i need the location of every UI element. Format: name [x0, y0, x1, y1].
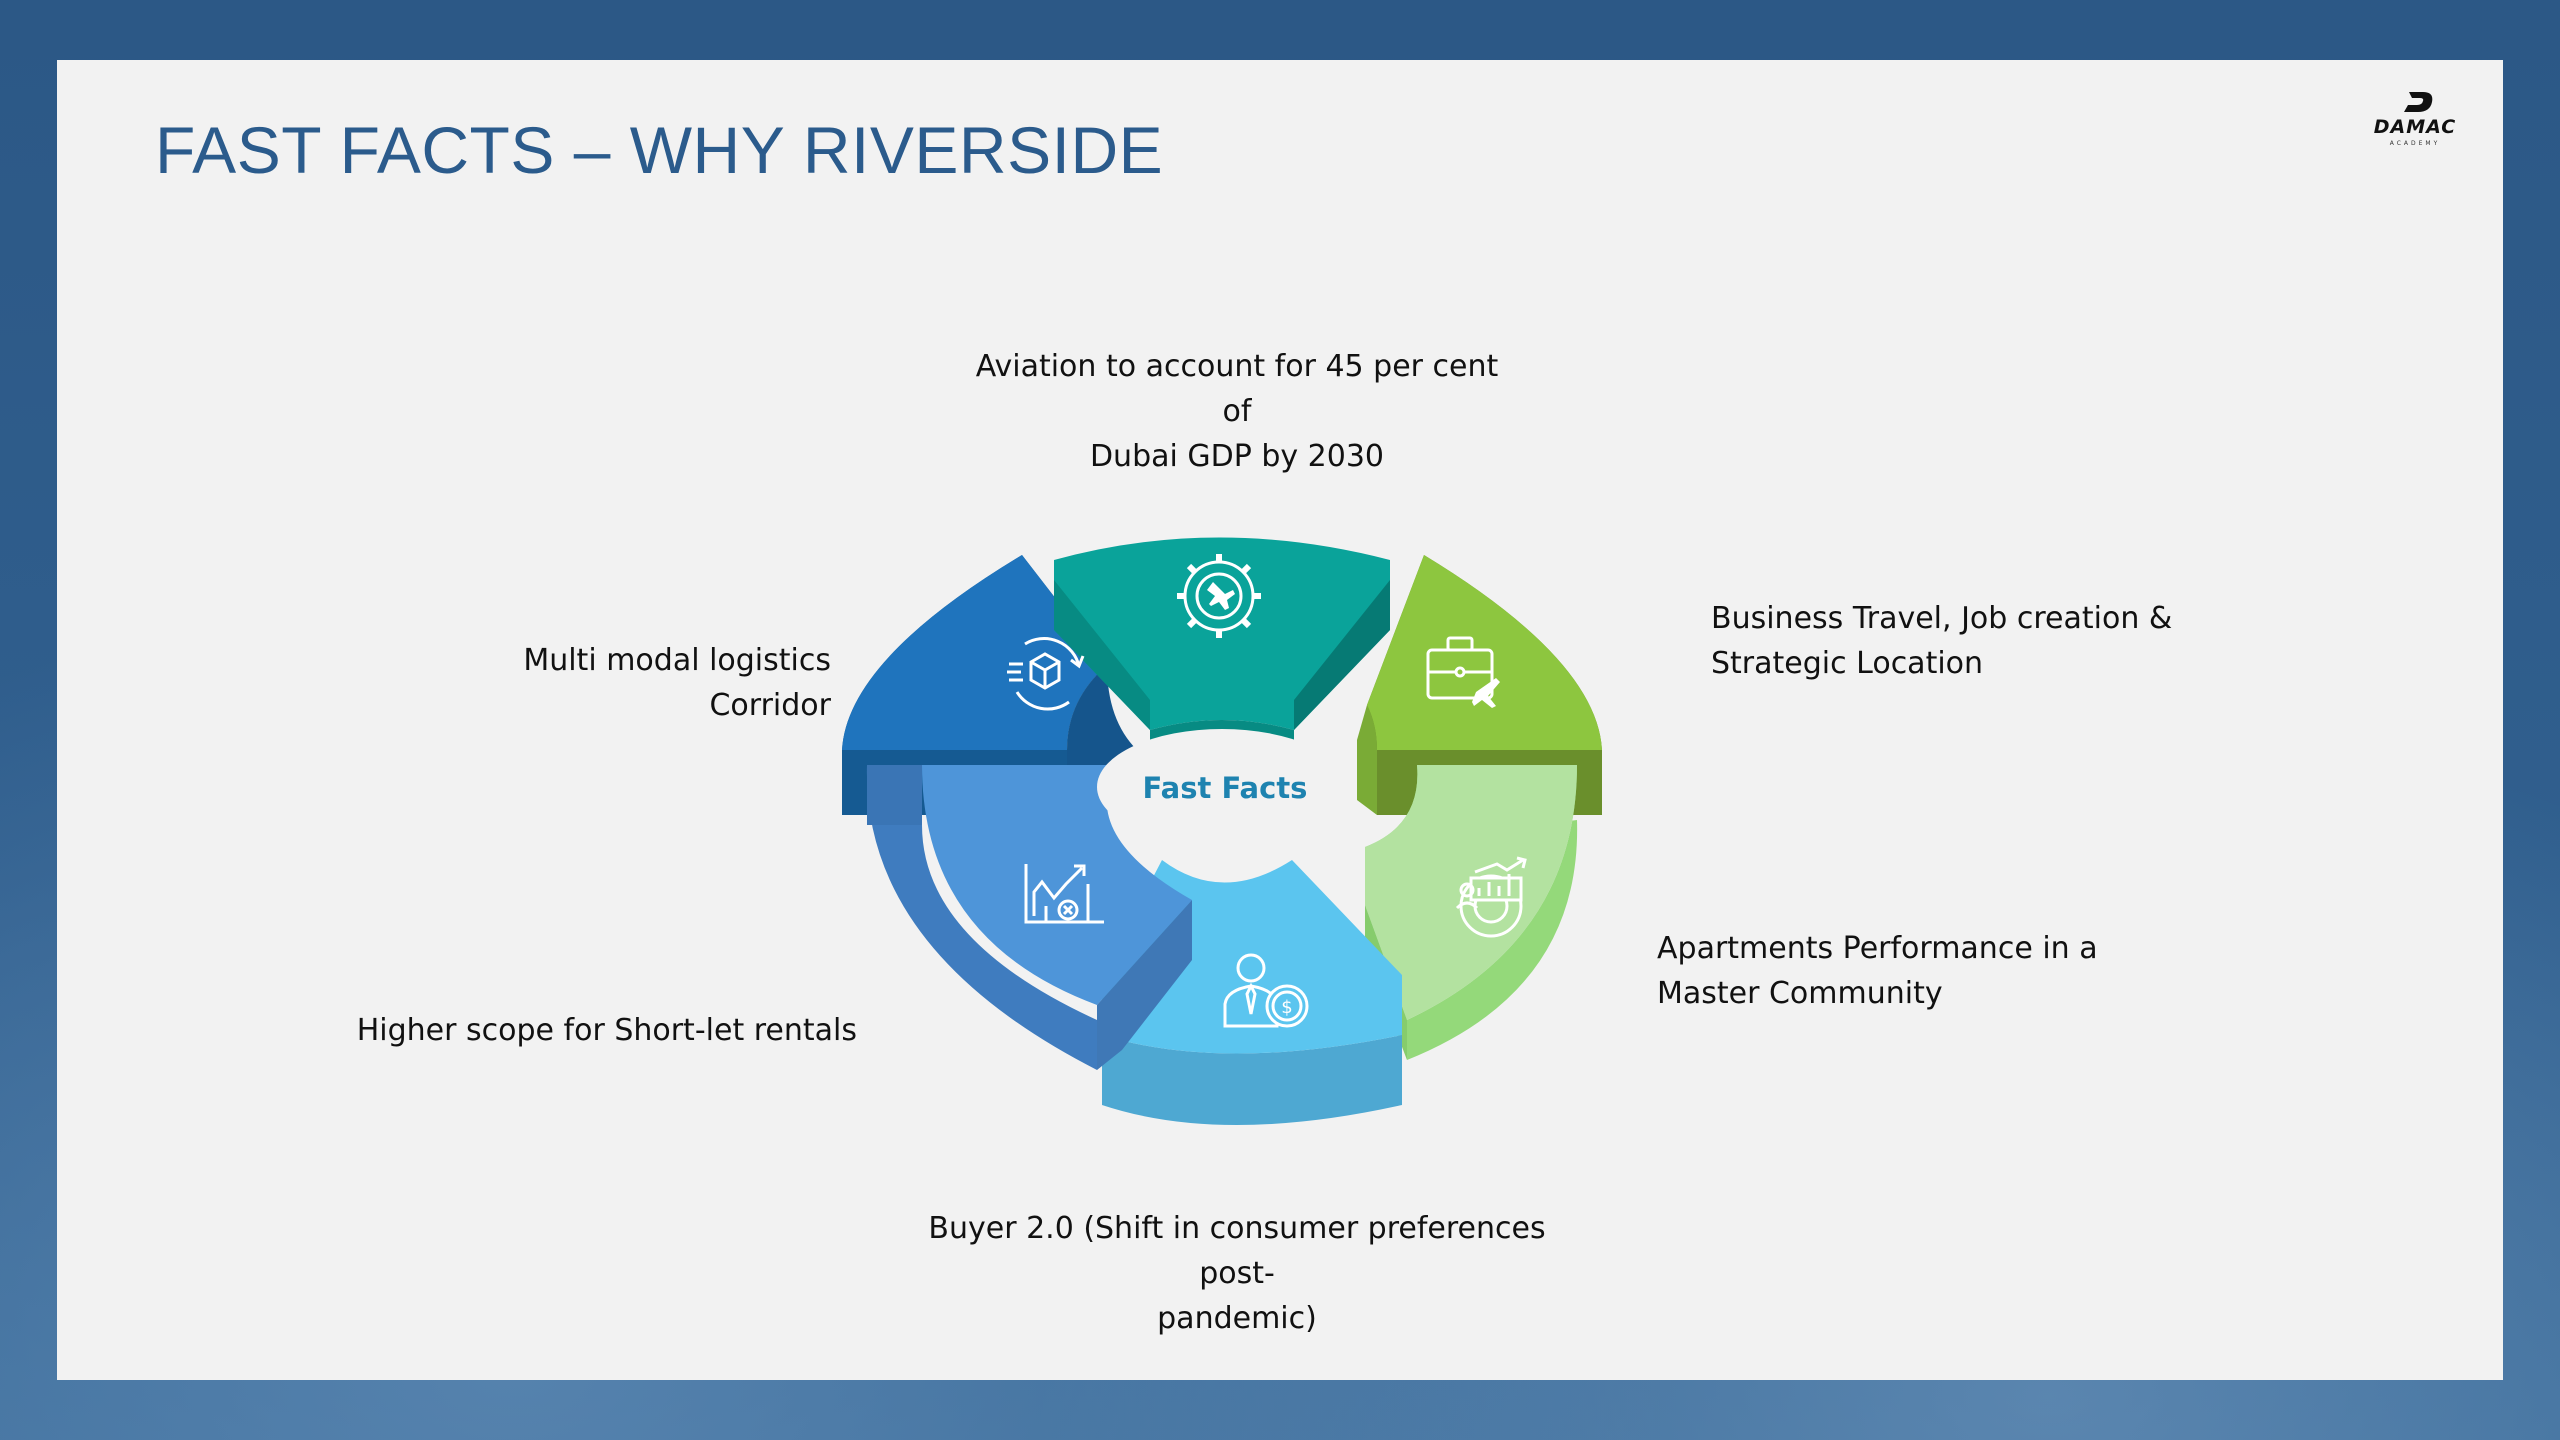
svg-text:$: $ [1281, 997, 1292, 1018]
center-label: Fast Facts [1143, 771, 1308, 805]
donut-center [1097, 729, 1347, 845]
label-shortlet-line1: Higher scope for Short-let rentals [356, 1013, 857, 1048]
label-aviation-line1: Aviation to account for 45 per cent of [975, 349, 1499, 429]
gear-plane-icon [1177, 554, 1261, 638]
label-logistics-line2: Corridor [709, 688, 831, 723]
label-logistics-line1: Multi modal logistics [523, 643, 831, 678]
segment-shortlet [866, 765, 1192, 1070]
label-business-line1: Business Travel, Job creation & [1711, 601, 2173, 636]
logo-subtitle: ACADEMY [2389, 140, 2441, 147]
label-apartments-line1: Apartments Performance in a [1657, 931, 2098, 966]
label-shortlet: Higher scope for Short-let rentals [297, 1008, 857, 1053]
slide: FAST FACTS – WHY RIVERSIDE DAMAC ACADEMY… [57, 60, 2503, 1380]
briefcase-plane-icon [1426, 636, 1500, 708]
segment-logistics [842, 555, 1137, 815]
chart-decline-icon [1024, 864, 1104, 924]
gear-chart-icon [1455, 856, 1527, 938]
segment-business [1357, 555, 1602, 815]
fast-facts-donut-diagram: Fast Facts [842, 537, 1602, 1125]
slide-title: FAST FACTS – WHY RIVERSIDE [155, 113, 1164, 187]
businessman-dollar-icon: $ [1223, 953, 1309, 1028]
box-cycle-icon [1007, 637, 1085, 711]
label-aviation: Aviation to account for 45 per cent of D… [957, 344, 1517, 479]
label-business: Business Travel, Job creation & Strategi… [1711, 596, 2211, 686]
label-business-line2: Strategic Location [1711, 646, 1984, 681]
label-logistics: Multi modal logistics Corridor [417, 638, 831, 728]
label-apartments: Apartments Performance in a Master Commu… [1657, 926, 2157, 1016]
damac-logo: DAMAC ACADEMY [2355, 90, 2475, 150]
label-apartments-line2: Master Community [1657, 976, 1943, 1011]
damac-logo-mark-icon [2404, 92, 2433, 112]
label-aviation-line2: Dubai GDP by 2030 [1089, 439, 1385, 474]
label-buyer-line2: pandemic) [1157, 1301, 1317, 1336]
label-buyer: Buyer 2.0 (Shift in consumer preferences… [897, 1206, 1577, 1341]
logo-wordmark: DAMAC [2373, 116, 2457, 138]
label-buyer-line1: Buyer 2.0 (Shift in consumer preferences… [928, 1211, 1546, 1291]
